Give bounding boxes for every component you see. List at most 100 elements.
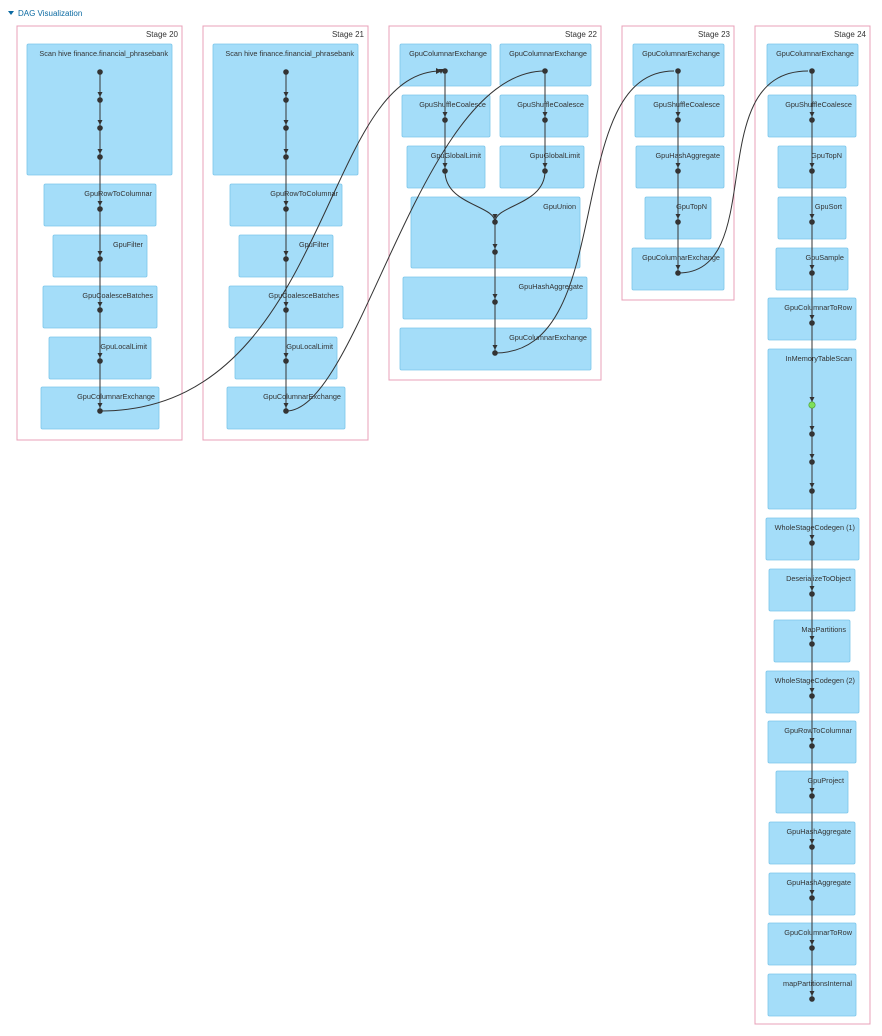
arrow-head-icon (283, 120, 289, 125)
dag-node-shA22[interactable]: GpuShuffleCoalesce (401, 94, 491, 138)
arrow-head-icon (438, 69, 444, 74)
node-dot (492, 249, 498, 255)
arrow-head-icon (809, 586, 815, 591)
node-dot (809, 945, 815, 951)
node-dot (675, 68, 681, 74)
node-dot (809, 793, 815, 799)
node-dot (809, 844, 815, 850)
arrow-head-icon (675, 265, 681, 270)
arrow-head-icon (492, 345, 498, 350)
arrow-head-icon (809, 214, 815, 219)
node-label: GpuRowToColumnar (270, 189, 338, 198)
node-dot (283, 125, 289, 131)
cross-stage-edge (285, 70, 546, 412)
arrow-head-icon (97, 251, 103, 256)
arrow-head-icon (97, 403, 103, 408)
dag-visualization-toggle[interactable]: DAG Visualization (8, 6, 82, 20)
arrow-head-icon (809, 738, 815, 743)
node-dot (809, 320, 815, 326)
arrow-head-icon (675, 112, 681, 117)
node-dot (542, 68, 548, 74)
node-dot (283, 408, 289, 414)
node-dot (809, 270, 815, 276)
node-dot (97, 125, 103, 131)
dag-node-shB22[interactable]: GpuShuffleCoalesce (499, 94, 589, 138)
node-dot (809, 431, 815, 437)
node-dot (283, 206, 289, 212)
node-dot (809, 219, 815, 225)
arrow-head-icon (809, 397, 815, 402)
node-label: GpuColumnarExchange (263, 392, 341, 401)
node-dot (283, 69, 289, 75)
node-label: GpuColumnarExchange (409, 49, 487, 58)
stage-label: Stage 23 (698, 30, 731, 39)
node-dot (492, 299, 498, 305)
dag-node-hash23[interactable]: GpuHashAggregate (635, 145, 725, 189)
dag-node-sh23[interactable]: GpuShuffleCoalesce (634, 94, 725, 138)
cross-stage-edge (494, 70, 675, 354)
arrow-head-icon (809, 454, 815, 459)
node-dot (97, 256, 103, 262)
node-dot (97, 408, 103, 414)
arrow-head-icon (809, 535, 815, 540)
node-label: GpuSample (805, 253, 844, 262)
arrow-head-icon (675, 214, 681, 219)
node-dot (542, 168, 548, 174)
dag-node-glB22[interactable]: GpuGlobalLimit (499, 145, 585, 189)
node-dot (809, 168, 815, 174)
arrow-head-icon (809, 991, 815, 996)
node-dot (283, 97, 289, 103)
node-label: Scan hive finance.financial_phrasebank (39, 49, 168, 58)
node-label: GpuHashAggregate (787, 827, 852, 836)
node-label: GpuHashAggregate (787, 878, 852, 887)
node-label: GpuShuffleCoalesce (517, 100, 584, 109)
node-dot (809, 488, 815, 494)
arrow-head-icon (283, 92, 289, 97)
node-label: GpuCoalesceBatches (268, 291, 339, 300)
node-label: GpuColumnarExchange (509, 49, 587, 58)
node-label: GpuRowToColumnar (84, 189, 152, 198)
node-dot (809, 68, 815, 74)
node-dot (283, 154, 289, 160)
node-dot (809, 459, 815, 465)
arrow-head-icon (675, 163, 681, 168)
node-label: GpuSort (815, 202, 842, 211)
stage-label: Stage 21 (332, 30, 365, 39)
stage-label: Stage 22 (565, 30, 598, 39)
node-dot (442, 117, 448, 123)
node-dot (442, 68, 448, 74)
arrow-head-icon (283, 201, 289, 206)
arrow-head-icon (542, 163, 548, 168)
node-dot (809, 117, 815, 123)
arrow-head-icon (809, 890, 815, 895)
collapse-triangle-icon (8, 11, 14, 15)
node-dot (492, 219, 498, 225)
arrow-head-icon (97, 120, 103, 125)
node-dot (809, 540, 815, 546)
node-label: GpuLocalLimit (100, 342, 147, 351)
node-label: GpuColumnarExchange (776, 49, 854, 58)
node-label: GpuGlobalLimit (431, 151, 481, 160)
arrow-head-icon (283, 403, 289, 408)
dag-node-glA22[interactable]: GpuGlobalLimit (406, 145, 486, 189)
node-dot (442, 168, 448, 174)
node-label: WholeStageCodegen (2) (775, 676, 855, 685)
node-label: GpuRowToColumnar (784, 726, 852, 735)
arrow-head-icon (97, 201, 103, 206)
arrow-head-icon (97, 92, 103, 97)
node-dot (283, 358, 289, 364)
arrow-head-icon (283, 251, 289, 256)
node-dot (283, 256, 289, 262)
node-dot (97, 69, 103, 75)
node-dot (809, 996, 815, 1002)
dag-node-exB22[interactable]: GpuColumnarExchange (499, 43, 592, 87)
node-dot (809, 591, 815, 597)
node-label: WholeStageCodegen (1) (775, 523, 855, 532)
stage-label: Stage 20 (146, 30, 179, 39)
node-label: GpuShuffleCoalesce (419, 100, 486, 109)
node-label: GpuCoalesceBatches (82, 291, 153, 300)
node-dot (97, 358, 103, 364)
arrow-head-icon (97, 302, 103, 307)
node-label: GpuColumnarExchange (642, 253, 720, 262)
